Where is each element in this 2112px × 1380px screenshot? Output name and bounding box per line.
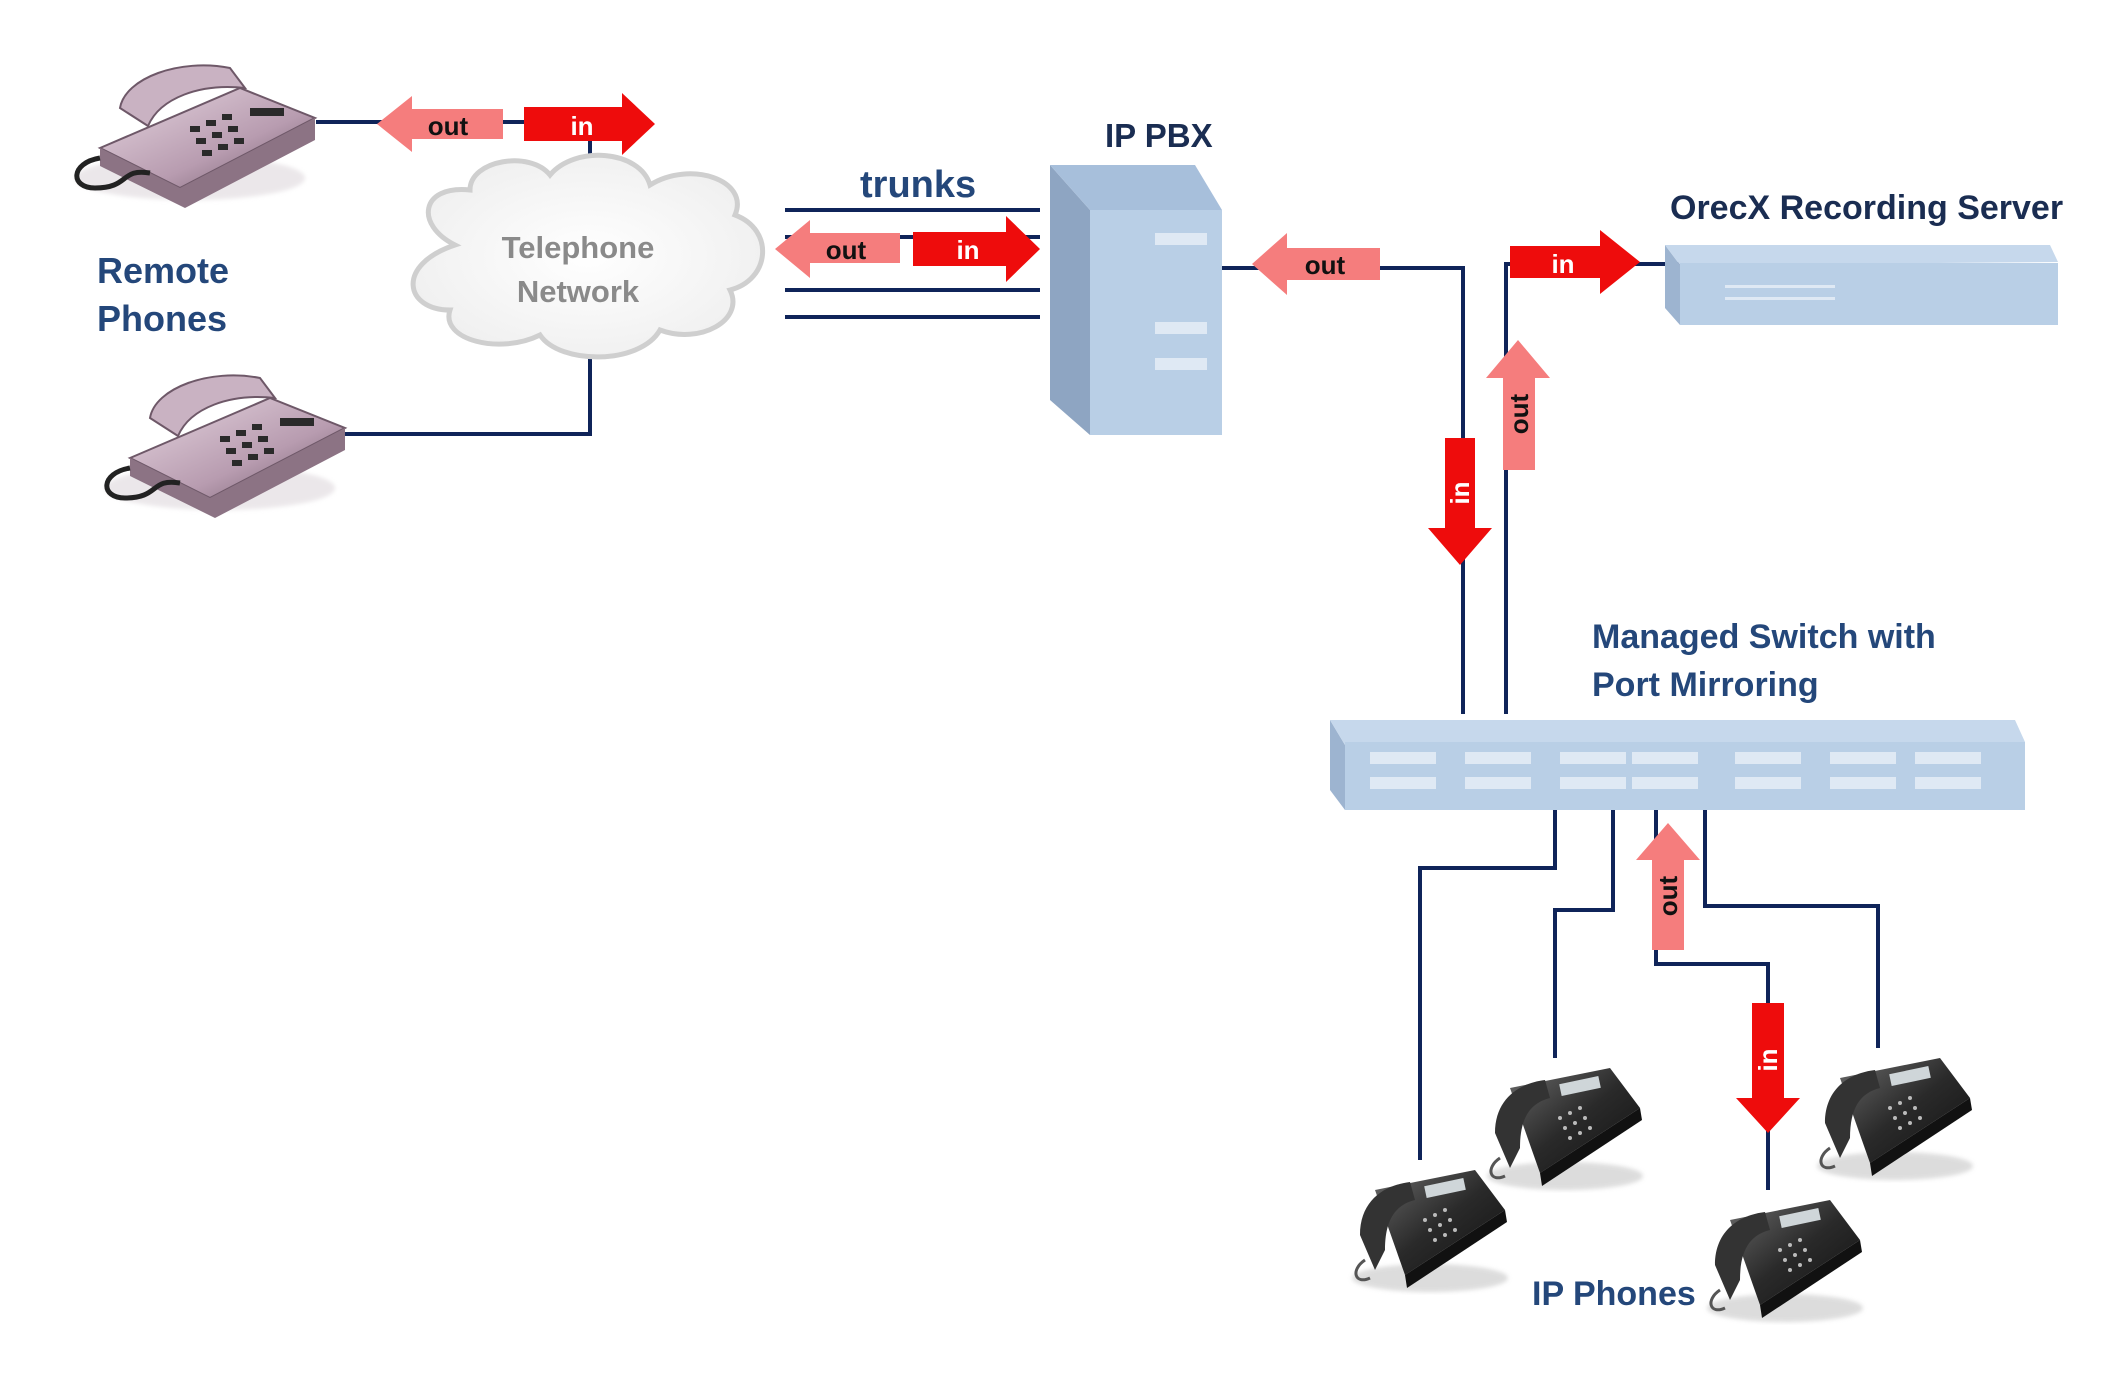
remote-phones-label-1: Remote bbox=[97, 250, 229, 291]
ip-phone-icon bbox=[1487, 1068, 1643, 1190]
out-arrow-label: out bbox=[826, 235, 867, 265]
in-arrow-label: in bbox=[570, 111, 593, 141]
switch-label-2: Port Mirroring bbox=[1592, 666, 1819, 704]
out-arrow: out bbox=[1252, 233, 1380, 295]
ip-phone-icon bbox=[1707, 1200, 1863, 1322]
line-remote-phone-2 bbox=[344, 350, 592, 436]
in-arrow: in bbox=[1510, 230, 1640, 294]
out-arrow-label: out bbox=[1305, 250, 1346, 280]
rack-server-icon bbox=[1665, 245, 2058, 325]
server-tower-icon bbox=[1050, 165, 1222, 435]
trunks-label: trunks bbox=[860, 164, 976, 206]
remote-phones-label-2: Phones bbox=[97, 298, 227, 339]
telephone-network-label-2: Network bbox=[517, 274, 640, 309]
out-arrow: out bbox=[1636, 823, 1700, 950]
cloud-icon bbox=[410, 152, 765, 360]
out-arrow-label: out bbox=[1504, 393, 1534, 434]
in-arrow-label: in bbox=[956, 235, 979, 265]
ip-phone-icon bbox=[1817, 1058, 1973, 1180]
in-arrow-label: in bbox=[1551, 249, 1574, 279]
out-arrow: out bbox=[1486, 340, 1550, 470]
ip-pbx-label: IP PBX bbox=[1105, 117, 1213, 154]
desk-phone-icon bbox=[74, 64, 318, 208]
in-arrow: in bbox=[524, 93, 655, 155]
line-ip-phone-4 bbox=[1703, 806, 1880, 1048]
ip-phone-icon bbox=[1352, 1170, 1508, 1292]
in-arrow-label: in bbox=[1753, 1048, 1783, 1071]
out-arrow: out bbox=[775, 220, 900, 278]
out-arrow-label: out bbox=[428, 111, 469, 141]
recording-server-label: OrecX Recording Server bbox=[1670, 189, 2063, 227]
in-arrow: in bbox=[913, 216, 1040, 282]
network-switch-icon bbox=[1330, 720, 2025, 810]
line-ip-phone-2 bbox=[1553, 806, 1615, 1058]
line-pbx-switch bbox=[1222, 266, 1465, 714]
in-arrow-label: in bbox=[1445, 481, 1475, 504]
out-arrow-label: out bbox=[1653, 875, 1683, 916]
ip-phones-label: IP Phones bbox=[1532, 1275, 1696, 1313]
in-arrow: in bbox=[1736, 1003, 1800, 1133]
line-ip-phone-1 bbox=[1418, 806, 1557, 1160]
desk-phone-icon bbox=[104, 374, 348, 518]
in-arrow: in bbox=[1428, 438, 1492, 565]
out-arrow: out bbox=[377, 96, 503, 152]
telephone-network-label-1: Telephone bbox=[502, 230, 655, 265]
switch-label-1: Managed Switch with bbox=[1592, 618, 1936, 656]
